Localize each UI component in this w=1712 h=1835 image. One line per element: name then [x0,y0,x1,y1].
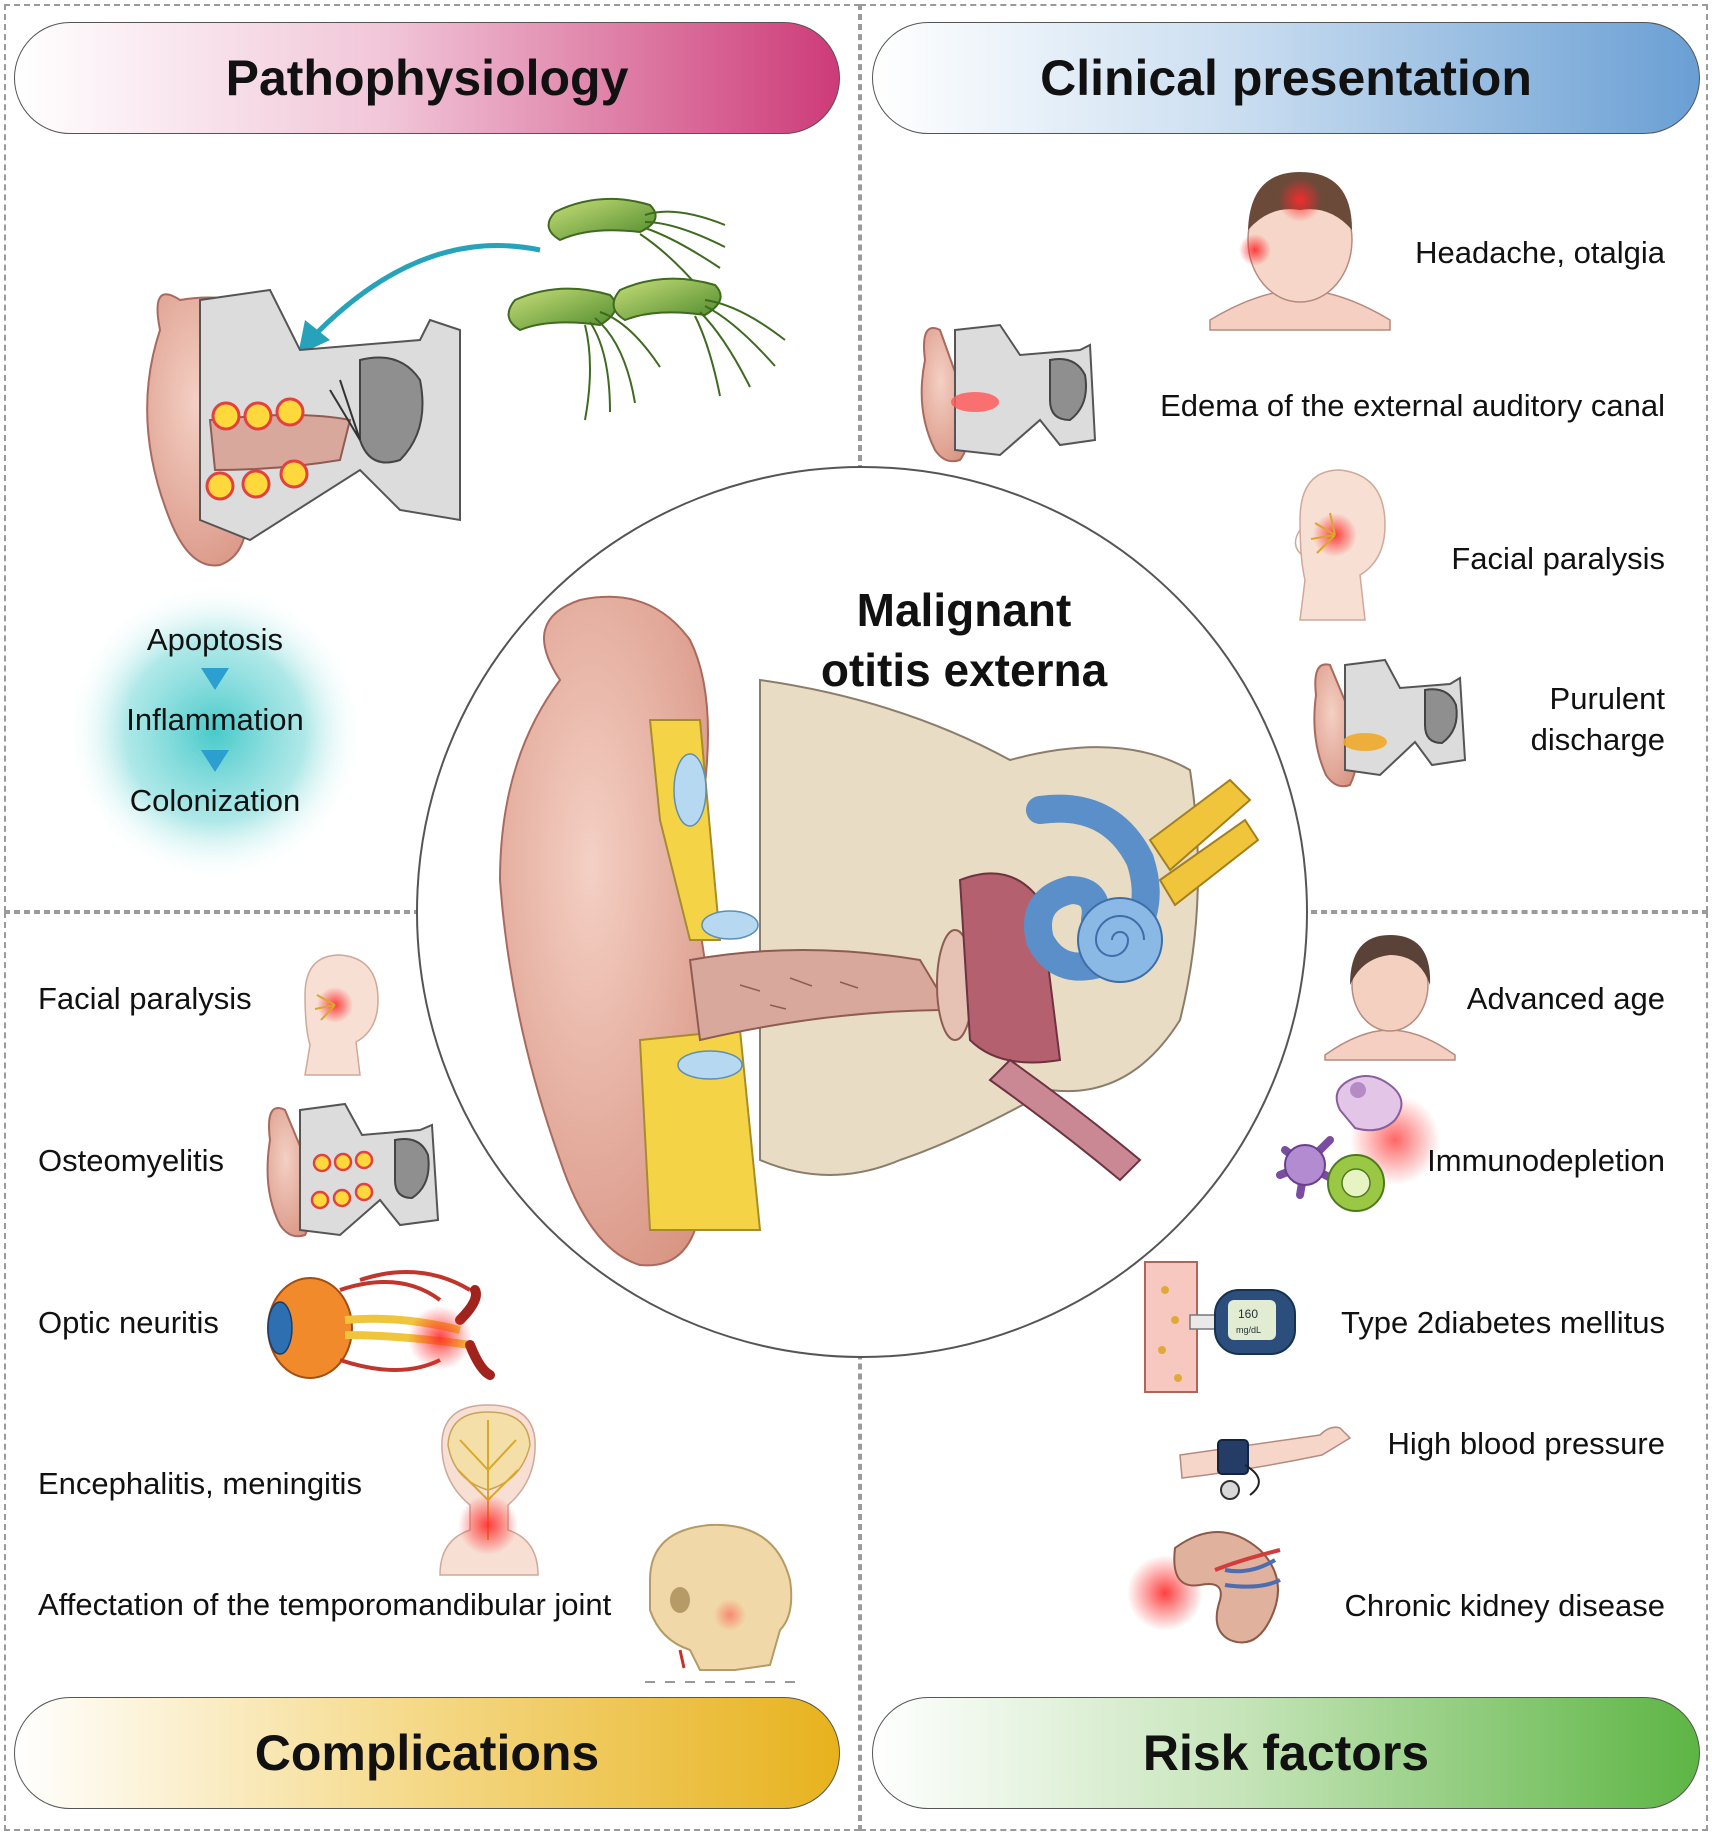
center-title-line-1: Malignant [856,584,1072,636]
ear-anatomy-icon [146,288,461,567]
eye-icon [267,1270,495,1380]
blood-pressure-cuff-icon [1179,1426,1352,1500]
risk-title: Risk factors [1142,1725,1430,1781]
clinical-item-facial-paralysis: Facial paralysis [1451,541,1665,576]
complication-osteomyelitis: Osteomyelitis [38,1143,225,1178]
pathophysiology-title: Pathophysiology [225,50,629,106]
risk-high-blood-pressure: High blood pressure [1387,1426,1665,1461]
clinical-item-edema: Edema of the external auditory canal [1160,388,1665,423]
risk-chronic-kidney-disease: Chronic kidney disease [1344,1588,1665,1623]
risk-header: Risk factors [872,1697,1700,1809]
clinical-item-headache: Headache, otalgia [1415,235,1665,270]
elderly-face-icon [1324,935,1456,1061]
ear-canal-edema-icon [920,323,1097,463]
bacteria-icon [507,197,786,421]
complication-tmj: Affectation of the temporomandibular joi… [38,1587,612,1622]
facial-paralysis-head-icon-2 [304,954,379,1076]
skull-icon [649,1523,793,1671]
clinical-title: Clinical presentation [1040,50,1532,106]
head-neck-icon [439,1404,539,1576]
flow-arrow-1 [201,668,229,690]
risk-immunodepletion: Immunodepletion [1427,1143,1665,1178]
purulent-discharge-ear-icon [1313,658,1467,788]
center-title: Malignant otitis externa [754,580,1174,700]
complications-title: Complications [254,1725,600,1781]
flow-step-apoptosis: Apoptosis [146,622,284,657]
immune-cells-icon [1276,1075,1440,1212]
glucometer-reading: 160 [1238,1307,1258,1321]
risk-diabetes: Type 2diabetes mellitus [1341,1305,1665,1340]
flow-step-inflammation: Inflammation [126,702,304,737]
center-title-line-2: otitis externa [820,644,1108,696]
glucometer-unit: mg/dL [1236,1325,1261,1335]
clinical-header: Clinical presentation [872,22,1700,134]
complication-optic-neuritis: Optic neuritis [38,1305,219,1340]
complication-facial-paralysis: Facial paralysis [38,981,252,1016]
complication-encephalitis: Encephalitis, meningitis [38,1466,362,1501]
facial-paralysis-head-icon [1294,469,1386,621]
risk-advanced-age: Advanced age [1466,981,1665,1016]
flow-arrow-2 [201,750,229,772]
osteomyelitis-ear-icon [266,1102,440,1238]
central-ear-anatomy-icon [498,595,1260,1267]
complications-header: Complications [14,1697,840,1809]
flow-glow [65,582,365,882]
pathophysiology-header: Pathophysiology [14,22,840,134]
flow-step-colonization: Colonization [129,783,301,818]
infection-arrow [308,243,541,342]
glucometer-icon: 160 mg/dL [1144,1261,1296,1393]
clinical-item-purulent-discharge: Purulent discharge [1530,681,1665,757]
face-pain-icon [1209,172,1391,331]
kidney-icon [1127,1531,1281,1644]
